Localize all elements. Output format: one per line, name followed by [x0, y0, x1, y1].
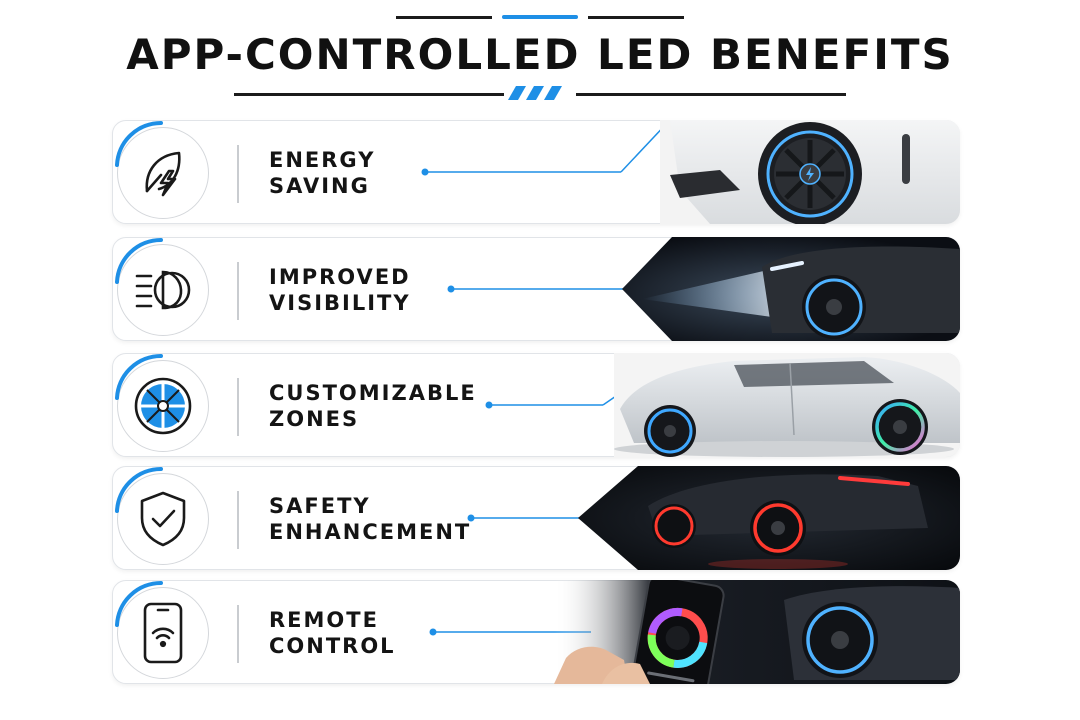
benefit-label-line2: VISIBILITY [269, 291, 411, 315]
row-divider [237, 145, 239, 203]
benefit-label-line2: SAVING [269, 174, 370, 198]
smartphone-wifi-icon [143, 602, 183, 664]
row-divider [237, 491, 239, 549]
benefit-label-line2: CONTROL [269, 634, 396, 658]
benefit-label: SAFETY ENHANCEMENT [269, 493, 471, 545]
dark-car-headlight-beam-photo [622, 237, 960, 341]
benefit-label: REMOTE CONTROL [269, 607, 396, 659]
header-slash-accent [508, 86, 562, 100]
benefit-icon-badge [117, 473, 209, 565]
shield-check-icon [140, 491, 186, 547]
hand-phone-color-wheel-app-photo [554, 580, 960, 684]
benefit-icon-badge [117, 127, 209, 219]
benefit-row-improved-visibility: IMPROVED VISIBILITY [112, 237, 960, 341]
leaf-lightning-icon [145, 151, 181, 197]
benefit-row-remote-control: REMOTE CONTROL [112, 580, 960, 684]
benefit-label-line2: ZONES [269, 407, 360, 431]
benefit-row-safety-enhancement: SAFETY ENHANCEMENT [112, 466, 960, 570]
row-divider [237, 262, 239, 320]
wheel-zones-icon [134, 377, 192, 435]
white-car-wheel-blue-led-photo [660, 120, 960, 224]
headlight-icon [135, 270, 191, 310]
benefit-icon-badge [117, 244, 209, 336]
benefit-label: IMPROVED VISIBILITY [269, 264, 411, 316]
benefit-label-line1: IMPROVED [269, 265, 411, 289]
header-top-line-left [396, 16, 492, 19]
benefit-icon-badge [117, 360, 209, 452]
benefit-label-line1: REMOTE [269, 608, 379, 632]
benefit-label-line2: ENHANCEMENT [269, 520, 472, 544]
benefit-row-customizable-zones: CUSTOMIZABLE ZONES [112, 353, 960, 457]
benefit-label-line1: ENERGY [269, 148, 376, 172]
header-bottom-line-right [576, 93, 846, 96]
row-divider [237, 378, 239, 436]
header-top-line-right [588, 16, 684, 19]
benefit-row-energy-saving: ENERGY SAVING [112, 120, 960, 224]
row-divider [237, 605, 239, 663]
dark-car-red-led-wheels-photo [578, 466, 960, 570]
benefit-icon-badge [117, 587, 209, 679]
benefit-label-line1: CUSTOMIZABLE [269, 381, 477, 405]
benefit-label: ENERGY SAVING [269, 147, 375, 199]
page-title: APP-CONTROLLED LED BENEFITS [126, 30, 954, 79]
silver-car-multicolor-wheels-photo [614, 353, 960, 457]
benefit-label: CUSTOMIZABLE ZONES [269, 380, 477, 432]
header-top-accent [502, 15, 578, 19]
header-bottom-line-left [234, 93, 504, 96]
benefit-label-line1: SAFETY [269, 494, 371, 518]
